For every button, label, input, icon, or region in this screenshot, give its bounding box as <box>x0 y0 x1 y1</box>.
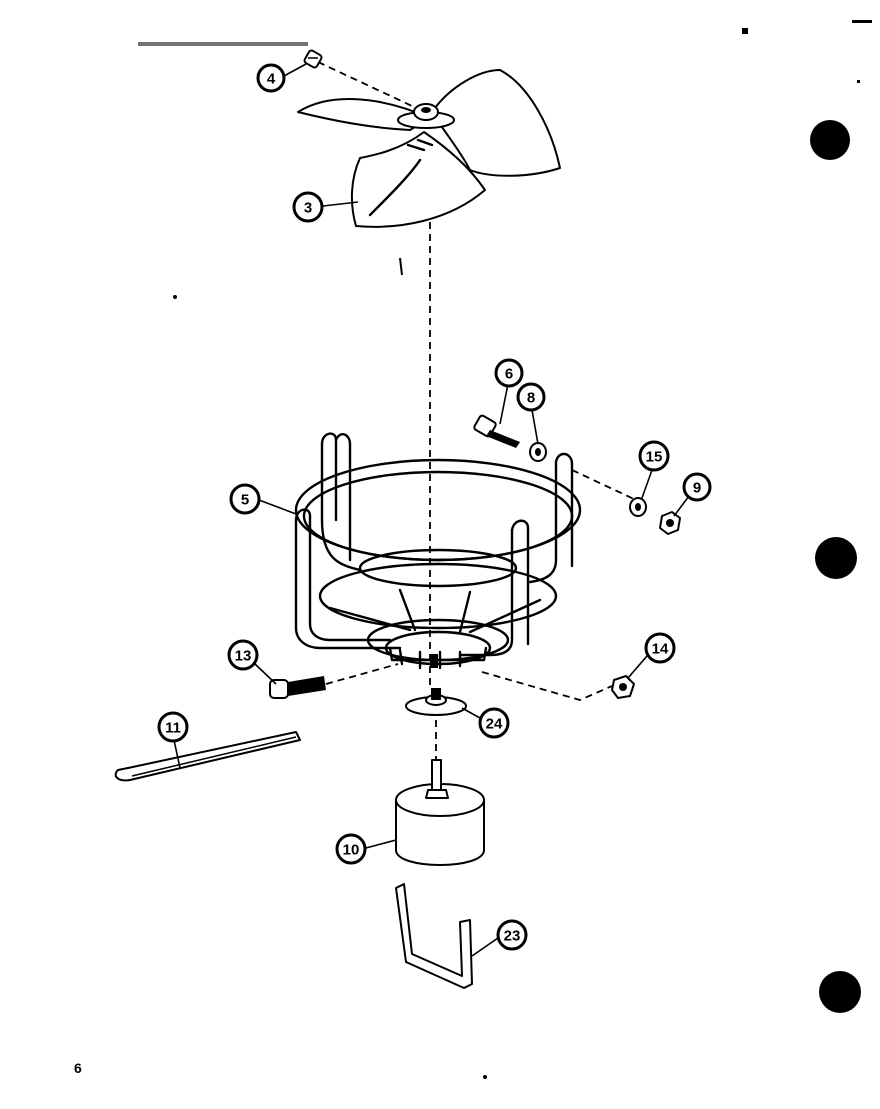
bolt-6 <box>473 414 520 448</box>
callout-8: 8 <box>516 382 546 412</box>
callout-10-label: 10 <box>343 842 360 859</box>
callout-5: 5 <box>229 483 261 515</box>
callout-9-label: 9 <box>693 480 701 497</box>
nut-9 <box>659 511 681 535</box>
page-number: 6 <box>74 1060 82 1076</box>
bolt-13-axis <box>325 663 399 685</box>
nut-14 <box>611 675 635 699</box>
callout-4: 4 <box>256 63 286 93</box>
leader-lines <box>173 63 690 957</box>
callout-8-label: 8 <box>527 390 535 407</box>
callout-13: 13 <box>227 639 259 671</box>
callout-14: 14 <box>644 632 676 664</box>
washer-8 <box>529 442 547 462</box>
callout-23: 23 <box>496 919 528 951</box>
callout-23-label: 23 <box>504 928 521 945</box>
callout-10: 10 <box>335 833 367 865</box>
callout-14-label: 14 <box>652 641 669 658</box>
callout-15-label: 15 <box>646 449 663 466</box>
callout-15: 15 <box>638 440 670 472</box>
callout-24: 24 <box>478 707 510 739</box>
screw-axis <box>317 61 413 107</box>
scan-artifacts <box>138 20 872 1079</box>
screw-4 <box>303 49 323 69</box>
cotter-pin-11 <box>114 731 301 782</box>
bolt-axis <box>571 469 637 501</box>
callout-11: 11 <box>157 711 189 743</box>
callout-13-label: 13 <box>235 648 252 665</box>
fan-blade-3 <box>297 69 561 228</box>
callout-6: 6 <box>494 358 524 388</box>
bracket-23 <box>395 883 473 989</box>
callout-5-label: 5 <box>241 492 249 509</box>
callout-24-label: 24 <box>486 716 503 733</box>
binder-holes <box>810 120 861 1013</box>
bolt-13 <box>269 676 326 699</box>
callout-3: 3 <box>292 191 324 223</box>
callout-3-label: 3 <box>304 200 312 217</box>
callout-4-label: 4 <box>267 71 276 88</box>
motor-mount-5 <box>294 432 582 670</box>
motor-10 <box>395 759 485 866</box>
callout-9: 9 <box>682 472 712 502</box>
callout-11-label: 11 <box>165 720 181 737</box>
nut-14-axis <box>481 671 613 701</box>
hub-24 <box>405 688 467 716</box>
callout-6-label: 6 <box>505 366 513 383</box>
washer-15 <box>629 497 647 517</box>
